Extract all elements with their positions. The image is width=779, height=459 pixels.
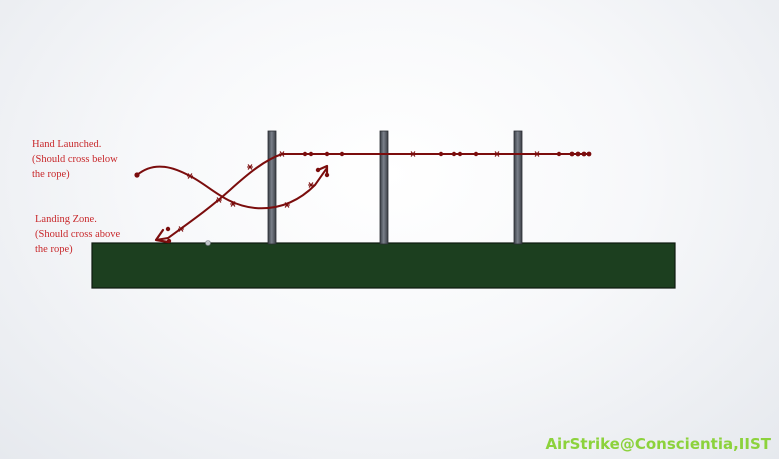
hand-launched-line-3: the rope) — [32, 169, 70, 180]
asterisk — [534, 151, 540, 157]
asterisk — [308, 182, 314, 188]
dot — [339, 151, 345, 157]
dot — [451, 151, 457, 157]
waypoint-dots — [134, 151, 592, 244]
asterisk — [247, 164, 253, 170]
landing-arrow-head — [154, 228, 170, 244]
dot — [166, 238, 172, 244]
landing-zone-line-3: the rope) — [35, 244, 73, 255]
hand-launched-line-2: (Should cross below — [32, 154, 118, 165]
dot — [165, 226, 171, 232]
asterisk — [279, 151, 285, 157]
landing-zone-line-1: Landing Zone. — [35, 214, 97, 225]
pole-2 — [379, 130, 389, 245]
hand-launched-line-1: Hand Launched. — [32, 139, 102, 150]
credit-watermark: AirStrike@Conscientia,IIST — [545, 435, 771, 453]
dot — [575, 151, 581, 157]
asterisk — [230, 201, 236, 207]
launch-arrow-head — [316, 164, 329, 177]
dot — [569, 151, 575, 157]
dot — [308, 151, 314, 157]
dot — [581, 151, 587, 157]
dot — [315, 167, 321, 173]
dot — [324, 151, 330, 157]
pole-1 — [267, 130, 277, 245]
landing-zone-annotation: Landing Zone. (Should cross above the ro… — [35, 212, 120, 257]
asterisk — [284, 202, 290, 208]
rope-path — [167, 153, 589, 239]
hand-launched-annotation: Hand Launched. (Should cross below the r… — [32, 137, 118, 182]
ground-marker — [205, 240, 211, 246]
dot — [302, 151, 308, 157]
launch-path — [136, 165, 328, 210]
dot-launch-start — [134, 172, 140, 178]
asterisk — [494, 151, 500, 157]
dot — [473, 151, 479, 157]
asterisk — [216, 197, 222, 203]
asterisk — [410, 151, 416, 157]
landing-zone-line-2: (Should cross above — [35, 229, 121, 240]
asterisk — [178, 226, 184, 232]
dot — [324, 172, 330, 178]
pole-3 — [513, 130, 523, 245]
dot — [457, 151, 463, 157]
ground-platform — [91, 242, 676, 289]
dot — [586, 151, 592, 157]
dot — [556, 151, 562, 157]
asterisk-markers — [178, 151, 540, 232]
asterisk — [187, 173, 193, 179]
dot — [438, 151, 444, 157]
